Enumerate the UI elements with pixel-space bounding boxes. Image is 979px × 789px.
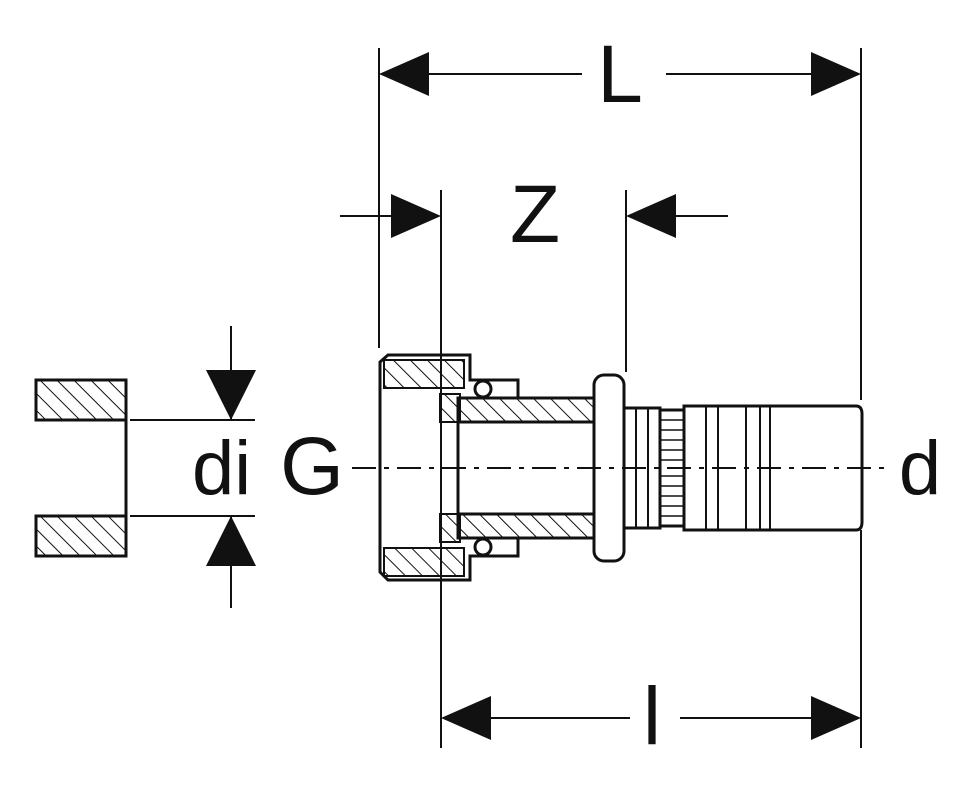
pipe-section — [34, 378, 128, 558]
body-tube-bottom — [456, 512, 596, 540]
L-dimension — [378, 48, 862, 400]
l-arrow-left — [441, 696, 491, 740]
label-di: di — [192, 426, 251, 511]
nut-hatch-bottom — [383, 547, 465, 577]
label-G: G — [280, 421, 344, 512]
di-dimension — [130, 326, 256, 608]
label-L: L — [597, 29, 643, 120]
Z-dimension — [340, 190, 728, 748]
Z-arrow-left — [626, 194, 676, 238]
pipe-wall-top — [34, 378, 128, 422]
L-arrow-right — [811, 52, 861, 96]
di-arrow-down — [206, 370, 256, 420]
pipe-wall-bottom — [34, 514, 128, 558]
Z-arrow-right — [391, 194, 441, 238]
seal-ring-bottom — [473, 537, 493, 557]
nut-hatch-top — [383, 359, 465, 389]
L-arrow-left — [379, 52, 429, 96]
l-arrow-right — [811, 696, 861, 740]
label-l: l — [643, 671, 661, 762]
di-arrow-up — [206, 516, 256, 566]
body-tube-top — [456, 396, 596, 424]
label-d: d — [899, 426, 941, 511]
label-Z: Z — [510, 169, 560, 260]
l-dimension — [441, 530, 862, 748]
press-sleeve — [682, 404, 864, 532]
fitting — [378, 353, 864, 582]
seal-ring-top — [473, 379, 493, 399]
